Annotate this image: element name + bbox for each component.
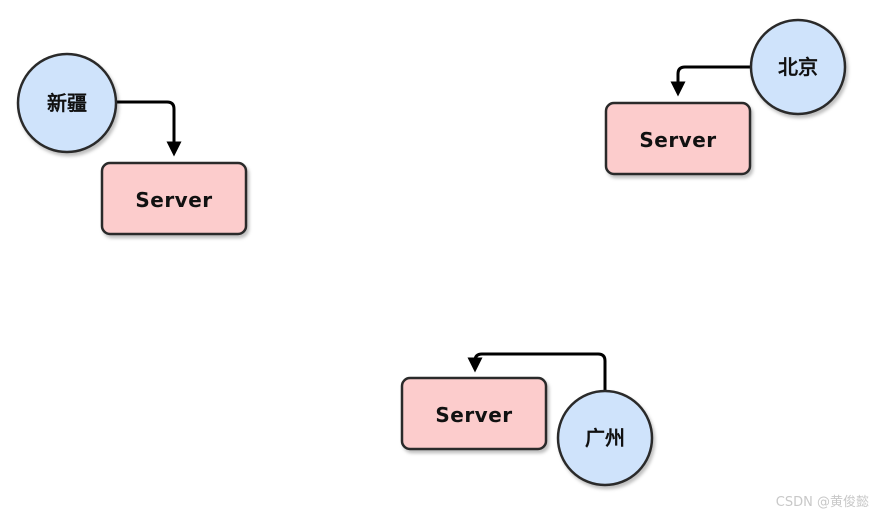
city-label-beijing: 北京 xyxy=(778,55,818,79)
arrow-guangzhou-to-server xyxy=(467,352,607,392)
group-guangzhou: Server 广州 xyxy=(400,352,654,487)
city-node-beijing[interactable] xyxy=(749,18,847,116)
server-box-xinjiang[interactable] xyxy=(100,161,248,236)
server-label-beijing: Server xyxy=(639,128,716,152)
server-box-guangzhou[interactable] xyxy=(400,376,548,451)
arrow-xinjiang-to-server xyxy=(116,100,182,157)
server-label-guangzhou: Server xyxy=(435,403,512,427)
server-box-beijing[interactable] xyxy=(604,101,752,176)
city-label-xinjiang: 新疆 xyxy=(47,91,87,115)
server-label-xinjiang: Server xyxy=(135,188,212,212)
group-xinjiang: 新疆 Server xyxy=(16,52,248,236)
city-node-xinjiang[interactable] xyxy=(16,52,118,154)
watermark-text: CSDN @黄俊懿 xyxy=(775,495,869,510)
city-label-guangzhou: 广州 xyxy=(585,426,625,450)
city-node-guangzhou[interactable] xyxy=(556,389,654,487)
group-beijing: Server 北京 xyxy=(604,18,847,176)
arrow-beijing-to-server xyxy=(670,65,752,97)
